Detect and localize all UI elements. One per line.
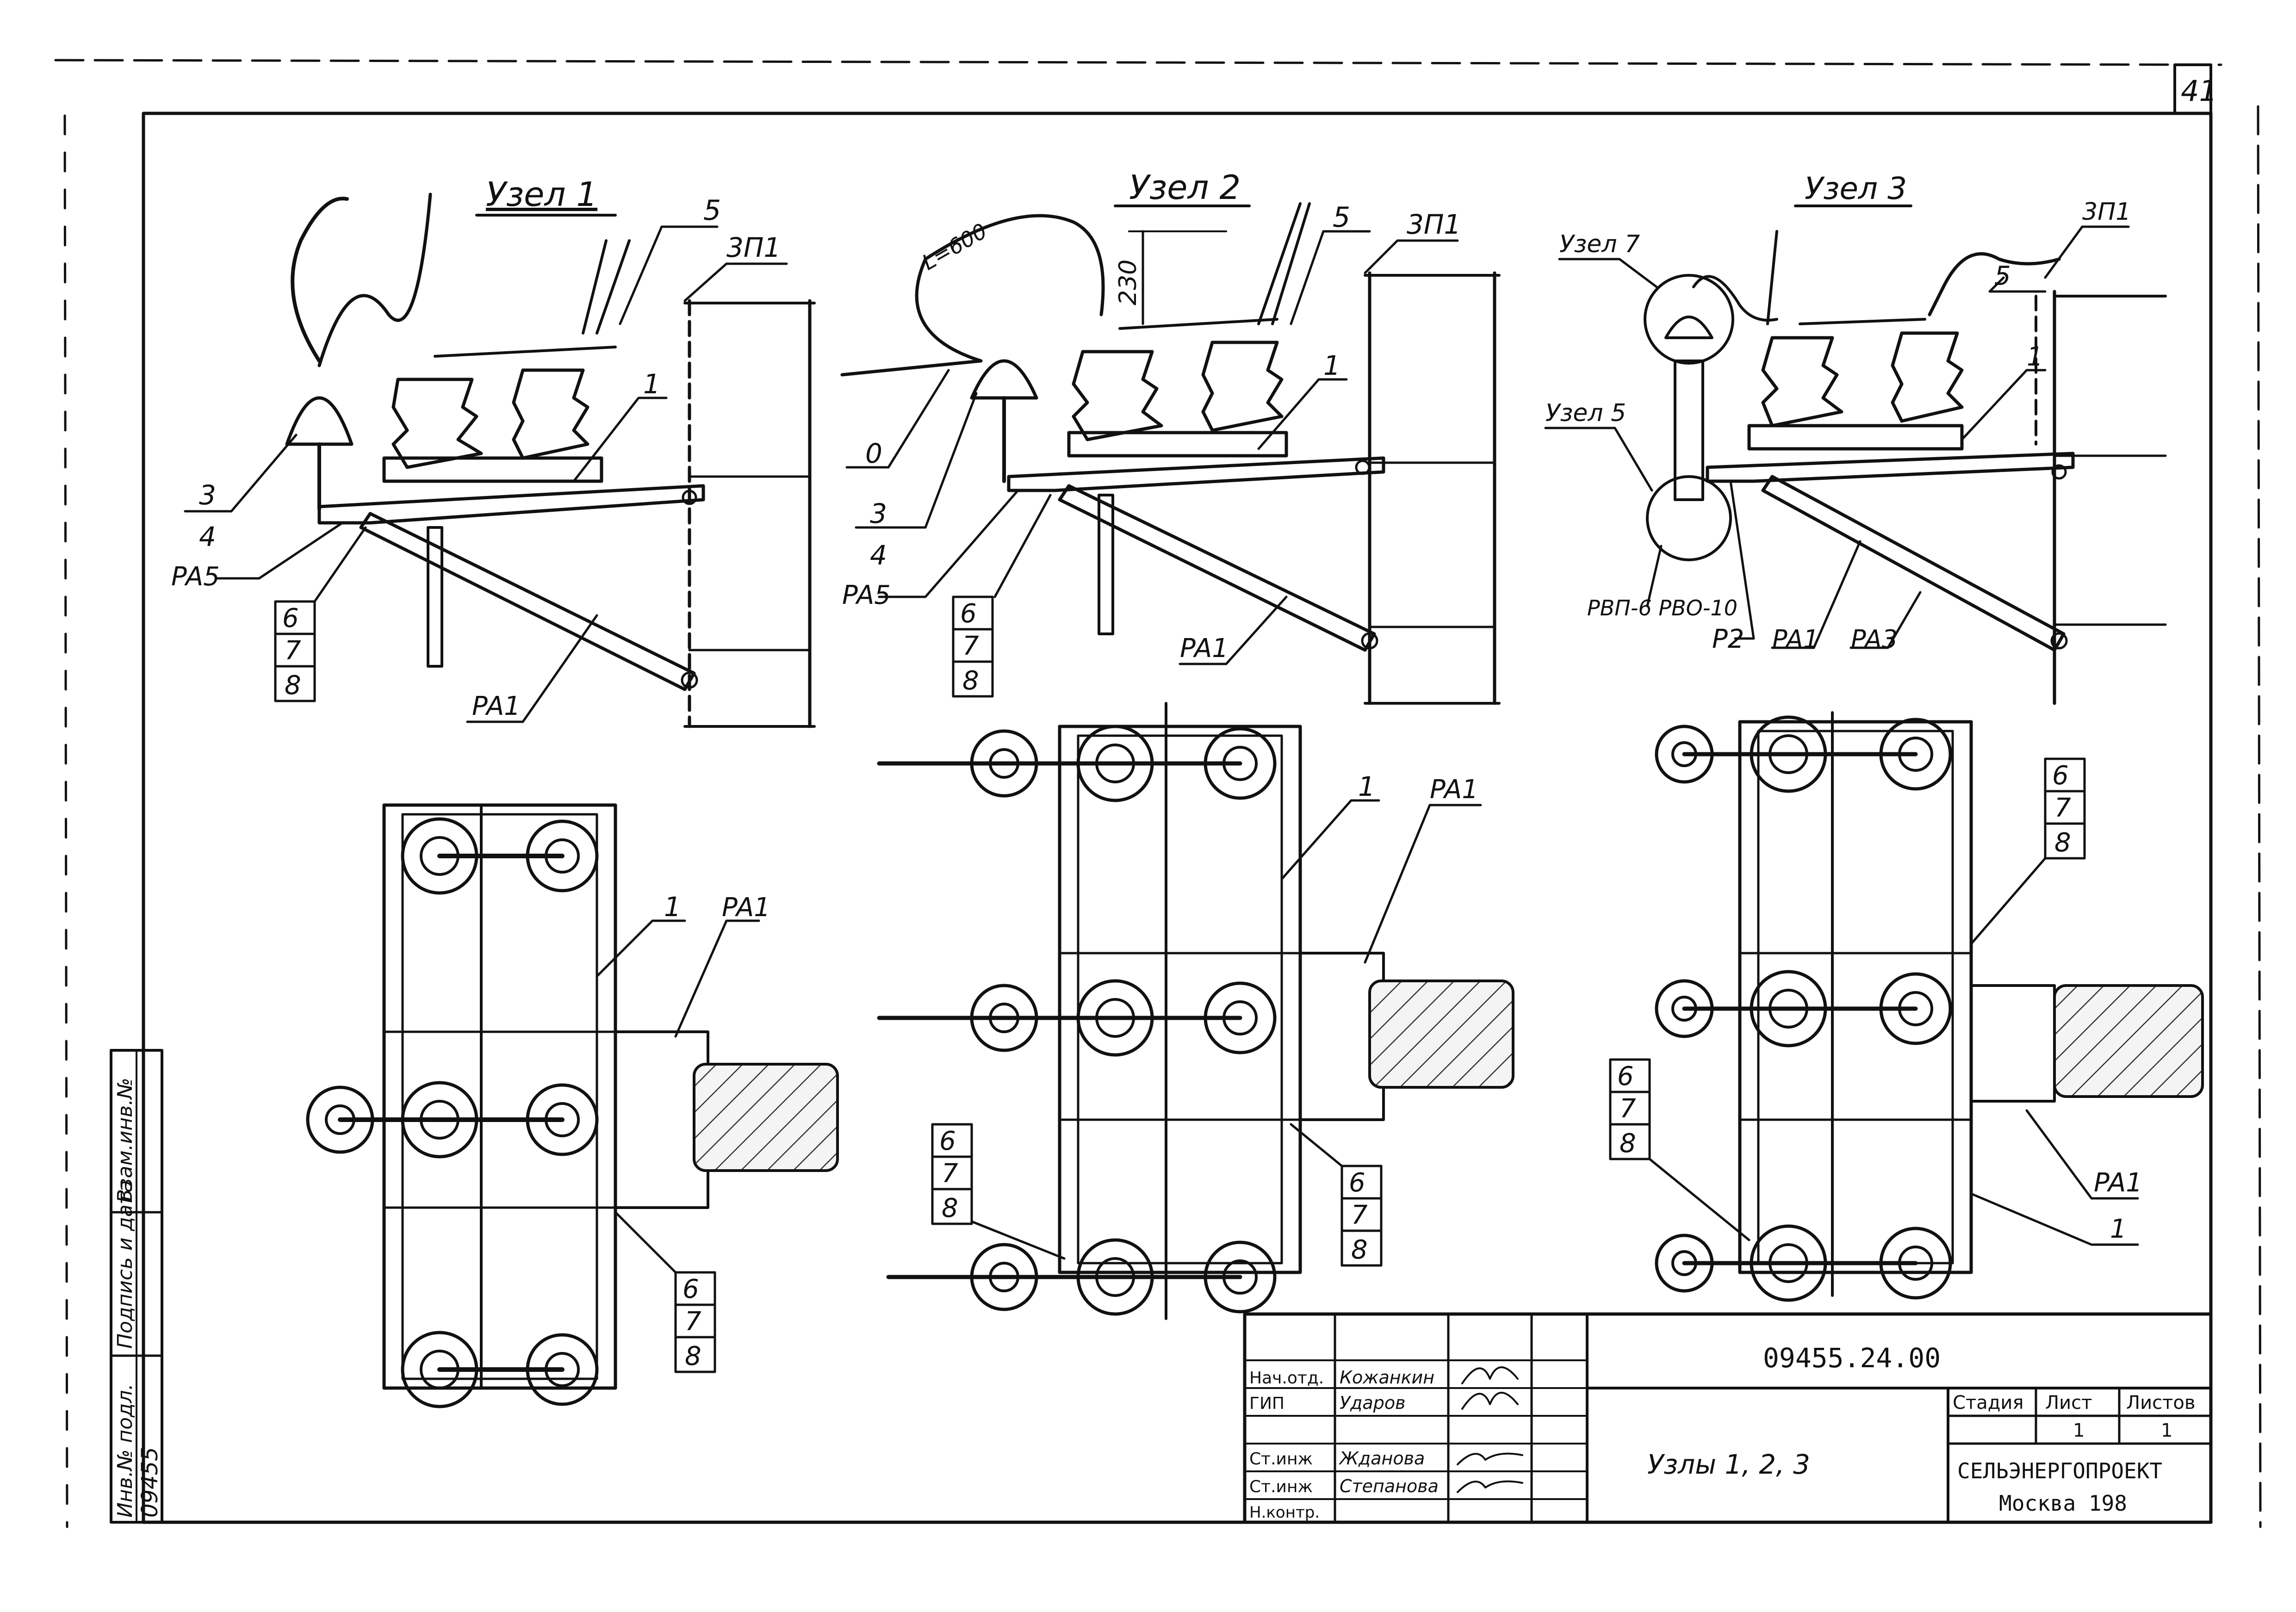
plan-3-label-pa1: PA1	[2094, 1168, 2142, 1198]
organization-name: СЕЛЬЭНЕРГОПРОЕКТ	[1957, 1458, 2162, 1483]
signature-role-5: Н.контр.	[1249, 1503, 1320, 1522]
signature-name-3: Жданова	[1339, 1448, 1425, 1469]
node-2-label-5: 5	[1333, 201, 1350, 234]
node-3-label-5: 5	[1994, 261, 2011, 291]
plan-1-label-pa1: PA1	[722, 893, 770, 923]
node-1-label-7: 7	[285, 636, 301, 666]
plan-2-label-6a: 6	[939, 1126, 956, 1156]
node-3-label-p2: P2	[1712, 624, 1744, 654]
node-1-side-view: Узел 1 5 3П1 1 3	[171, 175, 816, 728]
signature-role-3: Ст.инж	[1249, 1450, 1313, 1469]
node-1-label-pa1: PA1	[472, 691, 521, 721]
sheets-header: Листов	[2126, 1392, 2195, 1414]
trim-lines	[54, 59, 2262, 1528]
node-2-label-3p1: 3П1	[1407, 209, 1461, 240]
plan-1-label-1: 1	[664, 891, 681, 923]
node-1-label-4: 4	[199, 521, 216, 552]
signature-role-4: Ст.инж	[1249, 1477, 1313, 1496]
plan-3-top-view: 6 7 8 6 7 8 PA1 1	[1609, 711, 2204, 1302]
sheet-header: Лист	[2045, 1392, 2092, 1414]
node-2-dim-230: 230	[1114, 260, 1142, 305]
side-stamp-replace-inv: Взам.инв.№	[113, 1078, 137, 1203]
sheets-value: 1	[2161, 1420, 2172, 1441]
node-1-label-1: 1	[643, 368, 660, 400]
stage-header: Стадия	[1953, 1392, 2023, 1414]
node-2-side-view: Узел 2 230 L=600 5 3П1	[840, 168, 1501, 705]
node-2-label-8: 8	[962, 666, 979, 696]
plan-3-label-8b: 8	[1620, 1128, 1636, 1159]
plan-1-label-8: 8	[685, 1341, 701, 1371]
node-3-label-pa1: PA1	[1772, 625, 1819, 654]
organization-city: Москва 198	[1999, 1491, 2127, 1516]
node-3-label-rvp: РВП-6 РВО-10	[1587, 595, 1738, 620]
node-3-label-uzel7: Узел 7	[1559, 230, 1640, 258]
side-stamp-inv-value: 09455	[137, 1447, 163, 1518]
plan-2-label-7a: 7	[942, 1159, 958, 1189]
node-2-label-3: 3	[870, 498, 887, 529]
plan-2-label-6b: 6	[1349, 1168, 1365, 1198]
side-stamp: Взам.инв.№ Подпись и дата Инв.№ подл. 09…	[110, 1049, 163, 1524]
signature-name-4: Степанова	[1340, 1476, 1439, 1496]
signature-role-2: ГИП	[1249, 1394, 1285, 1413]
node-3-label-pa3: PA3	[1851, 625, 1898, 654]
drawing-frame: 41	[142, 63, 2217, 1524]
node-2-dim-length: L=600	[918, 218, 992, 275]
document-title: Узлы 1, 2, 3	[1647, 1449, 1810, 1480]
node-2-label-0: 0	[865, 438, 882, 469]
side-stamp-signature-date: Подпись и дата	[113, 1180, 137, 1349]
plan-1-top-view: 1 PA1 6 7 8	[306, 803, 839, 1408]
plan-2-label-8a: 8	[942, 1193, 958, 1223]
node-3-label-1: 1	[2027, 342, 2043, 372]
node-2-title: Узел 2	[1129, 168, 1241, 207]
sheet-value: 1	[2073, 1420, 2085, 1441]
node-2-label-pa5: PA5	[842, 580, 891, 610]
plan-2-label-7b: 7	[1351, 1200, 1368, 1230]
title-block: Нач.отд. Кожанкин ГИП Ударов Ст.инж Ждан…	[1243, 1312, 2213, 1524]
side-stamp-inv-original: Инв.№ подл.	[113, 1383, 137, 1518]
signature-name-1: Кожанкин	[1340, 1367, 1434, 1388]
plan-3-label-6a: 6	[2052, 761, 2069, 791]
plan-1-label-6: 6	[683, 1274, 699, 1304]
node-1-label-3: 3	[199, 479, 216, 511]
node-2-label-pa1: PA1	[1180, 633, 1229, 663]
node-1-title: Узел 1	[486, 175, 597, 214]
plan-3-label-1: 1	[2110, 1214, 2127, 1244]
node-3-label-uzel5: Узел 5	[1545, 399, 1626, 427]
plan-3-label-7b: 7	[1620, 1094, 1636, 1124]
node-2-label-1: 1	[1323, 350, 1340, 381]
node-3-detail-7-circle	[1644, 274, 1734, 365]
node-3-label-3p1: 3П1	[2082, 198, 2131, 226]
document-code: 09455.24.00	[1763, 1342, 1941, 1374]
node-3-title: Узел 3	[1805, 171, 1907, 206]
node-3-detail-5-circle	[1646, 475, 1732, 561]
plan-1-label-7: 7	[685, 1307, 701, 1337]
sheet-number: 41	[2181, 74, 2217, 108]
node-1-label-6: 6	[282, 603, 299, 633]
plan-3-label-8a: 8	[2054, 828, 2071, 858]
node-2-label-6: 6	[960, 599, 977, 629]
signature-role-1: Нач.отд.	[1249, 1369, 1324, 1388]
node-2-label-7: 7	[962, 631, 979, 661]
node-1-label-pa5: PA5	[171, 562, 220, 592]
plan-3-label-7a: 7	[2054, 793, 2071, 823]
node-1-label-8: 8	[285, 670, 301, 701]
node-2-label-4: 4	[870, 539, 887, 571]
node-1-label-5: 5	[703, 194, 721, 227]
plan-2-label-8b: 8	[1351, 1235, 1368, 1265]
signature-name-2: Ударов	[1340, 1393, 1405, 1413]
node-1-label-3p1: 3П1	[726, 232, 781, 263]
plan-2-label-1: 1	[1358, 771, 1375, 802]
plan-3-label-6b: 6	[1617, 1061, 1634, 1091]
node-3-side-view: Узел 3 Узел 7 Узел 5 5 3П1	[1544, 171, 2167, 705]
plan-2-top-view: 1 PA1 6 7 8 6 7 8	[877, 702, 1514, 1320]
plan-2-label-pa1: PA1	[1430, 775, 1478, 805]
